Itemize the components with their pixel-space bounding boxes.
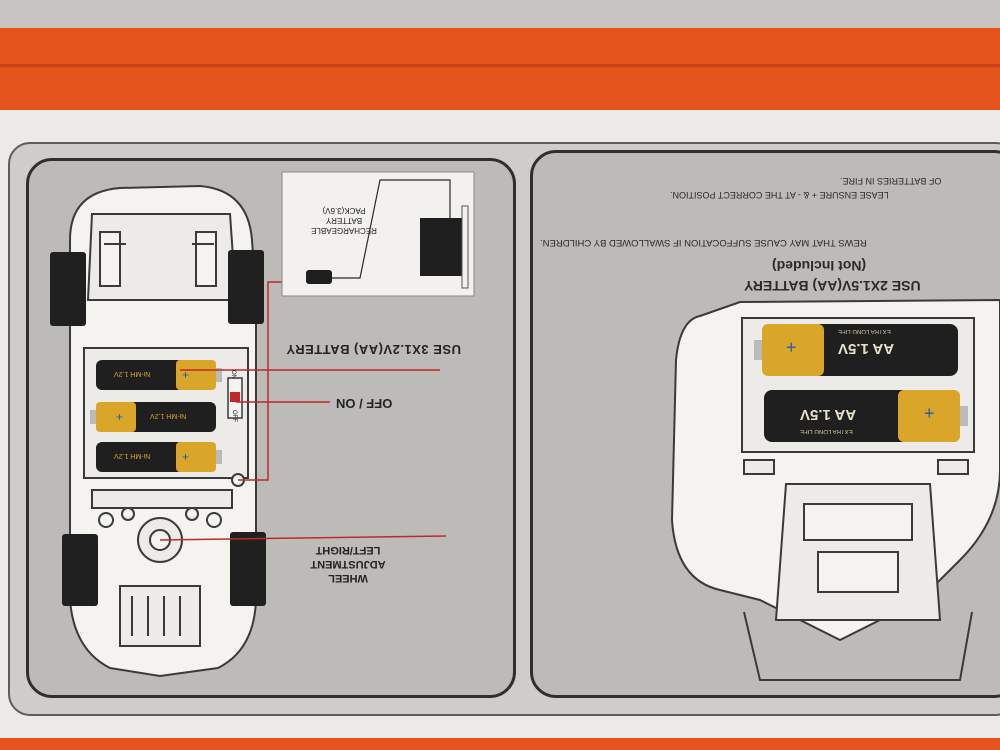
wheel-label-line-3: LEFT/RIGHT xyxy=(315,544,381,556)
switch-label: OFF / ON xyxy=(336,396,393,411)
battery-pack-inset xyxy=(281,171,475,297)
pack-label-line-3: PACK(3.6V) xyxy=(322,206,366,215)
car-battery-cells xyxy=(90,360,222,472)
not-included-line: (Not Included) xyxy=(772,258,867,274)
box-orange-band xyxy=(0,28,1000,110)
box-crease xyxy=(0,64,1000,67)
pack-label-line-1: RECHARGEABLE xyxy=(311,226,377,235)
remote-cell-2-label: AA 1.5V xyxy=(800,406,857,423)
car-battery-cell-1 xyxy=(96,360,222,390)
pack-label-line-2: BATTERY xyxy=(325,216,363,225)
car-cell-2-plus: + xyxy=(116,410,124,424)
car-battery-cell-2 xyxy=(90,402,216,432)
car-power-switch xyxy=(227,377,243,419)
warning-swallow-line: REWS THAT MAY CAUSE SUFFOCATION IF SWALL… xyxy=(540,237,867,248)
remote-cell-1-subtext: EXTRA LONG LIFE xyxy=(838,328,891,334)
remote-cell-2-plus: + xyxy=(924,403,935,423)
car-cell-1-label: Ni-MH 1.2V xyxy=(114,370,151,377)
wheel-adjustment-label: WHEEL ADJUSTMENT LEFT/RIGHT xyxy=(298,543,398,585)
car-battery-cell-3 xyxy=(96,442,222,472)
remote-battery-cell-2 xyxy=(764,390,968,442)
box-orange-bottom-edge xyxy=(0,738,1000,750)
car-cell-3-plus: + xyxy=(182,450,190,464)
switch-off-label: OFF xyxy=(231,410,237,422)
wheel-label-line-1: WHEEL xyxy=(328,572,368,584)
remote-cell-1-plus: + xyxy=(786,337,797,357)
remote-cell-1-label: AA 1.5V xyxy=(838,340,895,357)
remote-cell-2-subtext: EXTRA LONG LIFE xyxy=(800,428,853,434)
remote-battery-cells xyxy=(754,324,968,442)
battery-pack-label: RECHARGEABLE BATTERY PACK(3.6V) xyxy=(284,205,404,235)
wheel-label-line-2: ADJUSTMENT xyxy=(310,558,386,570)
warning-fire-line: OF BATTERIES IN FIRE. xyxy=(840,176,942,186)
remote-battery-spec-line: USE 2X1.5V(AA) BATTERY xyxy=(744,278,921,294)
car-battery-label: USE 3X1.2V(AA) BATTERY xyxy=(286,342,461,357)
car-cell-1-plus: + xyxy=(182,368,190,382)
switch-on-label: ON xyxy=(230,370,236,379)
remote-battery-cell-1 xyxy=(754,324,958,376)
car-wheels xyxy=(50,250,266,606)
car-cell-3-label: Ni-MH 1.2V xyxy=(114,452,151,459)
background-top-strip xyxy=(0,0,1000,28)
warning-polarity-line: LEASE ENSURE + & - AT THE CORRECT POSITI… xyxy=(670,190,889,200)
car-cell-2-label: Ni-MH 1.2V xyxy=(150,412,187,419)
